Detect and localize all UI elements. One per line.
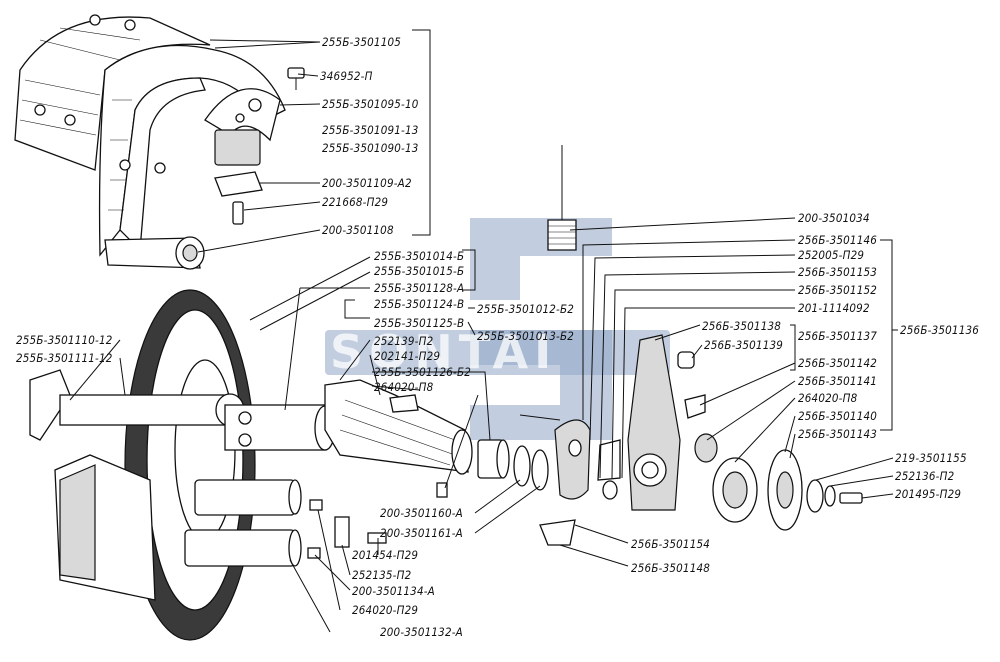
part-label: 264020-П8 <box>374 380 434 394</box>
part-label: 256Б-3501153 <box>798 265 877 279</box>
part-label: 256Б-3501154 <box>631 537 710 551</box>
part-label: 255Б-3501095-10 <box>322 97 419 111</box>
part-label: 200-3501108 <box>322 223 394 237</box>
part-label: 255Б-3501012-Б2 <box>477 302 574 316</box>
part-label: 255Б-3501111-12 <box>16 351 113 365</box>
camshaft-illustration <box>307 379 549 559</box>
part-label: 256Б-3501136 <box>900 323 979 337</box>
watermark: SONTAI <box>325 218 670 440</box>
part-label: 252136-П2 <box>895 469 954 483</box>
part-label: 200-3501134-А <box>352 584 435 598</box>
part-label: 256Б-3501139 <box>704 338 783 352</box>
part-label: 255Б-3501090-13 <box>322 141 419 155</box>
part-label: 255Б-3501126-Б2 <box>374 365 471 379</box>
brake-shoe-illustration <box>14 14 305 270</box>
part-label: 200-3501034 <box>798 211 870 225</box>
leader-lines <box>69 29 898 633</box>
backing-plate-illustration <box>29 289 336 641</box>
part-label: 256Б-3501152 <box>798 283 877 297</box>
part-label: 221668-П29 <box>322 195 388 209</box>
part-label: 255Б-3501014-Б <box>374 249 464 263</box>
part-label: 256Б-3501142 <box>798 356 877 370</box>
part-labels: 255Б-3501105 346952-П 255Б-3501095-10 25… <box>16 35 979 639</box>
part-label: 264020-П8 <box>798 391 858 405</box>
part-label: 255Б-3501125-В <box>374 316 464 330</box>
part-label: 256Б-3501140 <box>798 409 877 423</box>
part-label: 201-1114092 <box>798 301 870 315</box>
part-label: 255Б-3501091-13 <box>322 123 419 137</box>
part-label: 256Б-3501148 <box>631 561 710 575</box>
part-label: 256Б-3501137 <box>798 329 877 343</box>
part-label: 346952-П <box>320 69 373 83</box>
part-label: 255Б-3501110-12 <box>16 333 113 347</box>
part-label: 255Б-3501015-Б <box>374 264 464 278</box>
part-label: 255Б-3501105 <box>322 35 401 49</box>
part-label: 219-3501155 <box>895 451 967 465</box>
part-label: 255Б-3501013-Б2 <box>477 329 574 343</box>
watermark-text: SONTAI <box>330 325 557 379</box>
part-label: 264020-П29 <box>352 603 418 617</box>
part-label: 200-3501161-А <box>380 526 463 540</box>
part-label: 256Б-3501138 <box>702 319 781 333</box>
part-label: 200-3501109-А2 <box>322 176 412 190</box>
part-label: 256Б-3501143 <box>798 427 877 441</box>
part-label: 256Б-3501141 <box>798 374 877 388</box>
part-label: 200-3501160-А <box>380 506 463 520</box>
part-label: 252139-П2 <box>374 334 433 348</box>
part-label: 256Б-3501146 <box>798 233 877 247</box>
part-label: 255Б-3501124-В <box>374 297 464 311</box>
part-label: 202141-П29 <box>374 349 440 363</box>
part-label: 255Б-3501128-А <box>374 281 464 295</box>
slack-adjuster-illustration <box>597 334 863 531</box>
part-label: 201454-П29 <box>352 548 418 562</box>
part-label: 252005-П29 <box>798 248 864 262</box>
part-label: 200-3501132-А <box>380 625 463 639</box>
spring-and-cam-illustration <box>519 145 591 546</box>
part-label: 201495-П29 <box>895 487 961 501</box>
part-label: 252135-П2 <box>352 568 411 582</box>
